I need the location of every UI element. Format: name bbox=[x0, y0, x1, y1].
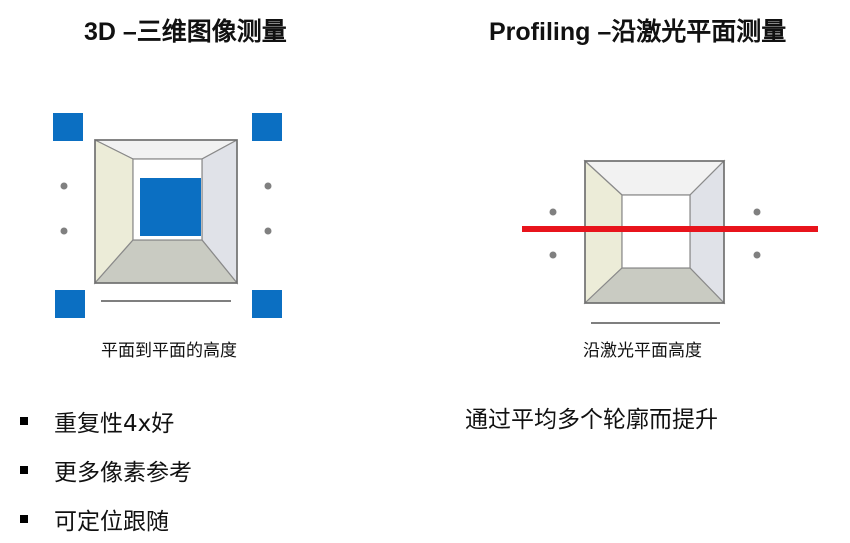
reference-square-tl bbox=[53, 113, 83, 141]
list-item-text: 更多像素参考 bbox=[54, 459, 192, 486]
list-item-text: 重复性4x好 bbox=[54, 410, 175, 437]
list-item-text: 可定位跟随 bbox=[54, 508, 169, 535]
right-note: 通过平均多个轮廓而提升 bbox=[465, 407, 718, 433]
marker-dot bbox=[753, 251, 761, 259]
left-caption: 平面到平面的高度 bbox=[101, 341, 237, 361]
square-bullet-icon bbox=[20, 416, 28, 425]
marker-dot bbox=[264, 182, 272, 190]
list-item: 可定位跟随 bbox=[18, 494, 192, 543]
top-plane-square bbox=[140, 178, 201, 236]
marker-dot bbox=[264, 227, 272, 235]
square-bullet-icon bbox=[20, 514, 28, 523]
right-figure-profiling bbox=[522, 159, 818, 324]
left-figure-3d bbox=[53, 113, 282, 318]
reference-square-tr bbox=[252, 113, 282, 141]
right-title: Profiling –沿激光平面测量 bbox=[489, 18, 787, 46]
left-title: 3D –三维图像测量 bbox=[84, 18, 287, 46]
right-caption: 沿激光平面高度 bbox=[583, 341, 702, 361]
list-item: 更多像素参考 bbox=[18, 445, 192, 494]
list-item: 重复性4x好 bbox=[18, 396, 192, 445]
square-bullet-icon bbox=[20, 465, 28, 474]
frustum-outer-edge bbox=[94, 139, 238, 284]
marker-dot bbox=[549, 251, 557, 259]
reference-square-br bbox=[252, 290, 282, 318]
reference-square-bl bbox=[55, 290, 85, 318]
feature-list: 重复性4x好 更多像素参考 可定位跟随 bbox=[18, 396, 192, 543]
marker-dot bbox=[60, 227, 68, 235]
marker-dot bbox=[549, 208, 557, 216]
marker-dot bbox=[753, 208, 761, 216]
marker-dot bbox=[60, 182, 68, 190]
